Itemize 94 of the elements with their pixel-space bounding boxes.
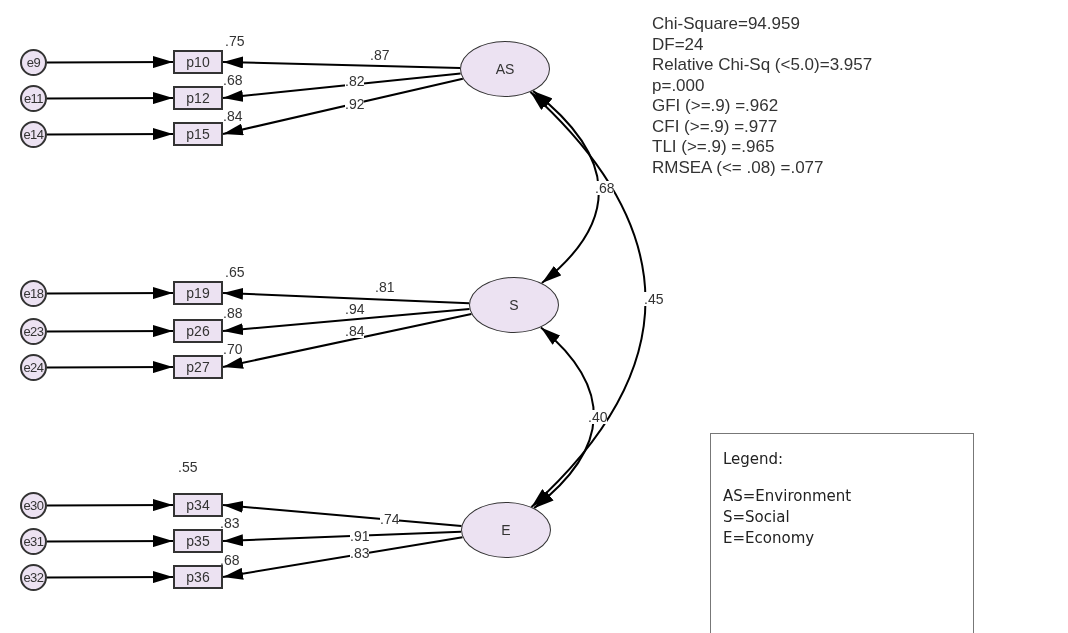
- fit-statistic: TLI (>=.9) =.965: [652, 137, 776, 158]
- node-label: S: [509, 297, 519, 313]
- error-circle: [20, 85, 47, 112]
- r-squared-value: .55: [178, 460, 198, 474]
- edge-label: .94: [345, 302, 365, 316]
- r-squared-value: .83: [220, 516, 240, 530]
- error-circle: [20, 121, 47, 148]
- node-label: p36: [186, 569, 210, 585]
- path-arrow: [46, 287, 174, 300]
- edge-label: .87: [370, 48, 390, 62]
- path-arrow: [46, 571, 174, 584]
- legend-text: AS=Environment: [723, 487, 853, 506]
- path-arrow: [222, 77, 464, 136]
- edge-label: .92: [345, 97, 365, 111]
- path-arrow: [46, 325, 174, 338]
- edge-label: .81: [375, 280, 395, 294]
- indicator-box: [173, 565, 223, 589]
- path-arrow: [222, 500, 463, 528]
- node-label: p15: [186, 126, 210, 142]
- indicator-box: [173, 50, 223, 74]
- node-label: p10: [186, 54, 210, 70]
- r-squared-value: .88: [223, 306, 243, 320]
- indicator-box: [173, 122, 223, 146]
- path-arrow: [529, 91, 647, 508]
- edge-label: .68: [595, 181, 615, 195]
- path-arrow: [46, 535, 174, 548]
- edge-label: .45: [644, 292, 664, 306]
- edge-label: .74: [380, 512, 400, 526]
- node-label: p34: [186, 497, 210, 513]
- edge-label: .84: [345, 324, 365, 338]
- node-label: e24: [23, 360, 44, 375]
- path-arrow: [222, 536, 464, 580]
- node-label: e30: [23, 498, 44, 513]
- fit-statistic: GFI (>=.9) =.962: [652, 96, 780, 117]
- legend-text: Legend:: [723, 450, 785, 469]
- path-arrow: [46, 128, 174, 141]
- node-label: e14: [23, 127, 44, 142]
- path-arrow: [532, 89, 600, 285]
- path-arrow: [222, 72, 462, 102]
- path-arrow: [222, 308, 471, 336]
- indicator-box: [173, 86, 223, 110]
- legend-text: E=Economy: [723, 529, 816, 548]
- error-circle: [20, 354, 47, 381]
- path-arrow: [222, 56, 462, 69]
- path-arrow: [46, 56, 174, 69]
- path-arrow: [46, 499, 174, 512]
- fit-statistic: CFI (>=.9) =.977: [652, 116, 779, 137]
- node-label: E: [501, 522, 511, 538]
- path-arrow: [222, 287, 471, 305]
- fit-statistic: DF=24: [652, 34, 705, 55]
- node-label: e11: [23, 91, 44, 106]
- error-circle: [20, 564, 47, 591]
- indicator-box: [173, 355, 223, 379]
- indicator-box: [173, 529, 223, 553]
- fit-statistic: Chi-Square=94.959: [652, 14, 801, 35]
- node-label: AS: [495, 61, 515, 77]
- node-label: e31: [23, 534, 44, 549]
- node-label: e23: [23, 324, 44, 339]
- fit-statistic: Relative Chi-Sq (<5.0)=3.957: [652, 55, 873, 76]
- legend-text: S=Social: [723, 508, 791, 527]
- fit-statistic: p=.000: [652, 75, 706, 96]
- node-label: p19: [186, 285, 210, 301]
- node-label: p35: [186, 533, 210, 549]
- r-squared-value: .75: [225, 34, 245, 48]
- node-label: e32: [23, 570, 44, 585]
- node-label: p26: [186, 323, 210, 339]
- path-arrow: [222, 313, 473, 369]
- r-squared-value: .68: [220, 553, 240, 567]
- node-label: p27: [186, 359, 210, 375]
- path-arrow: [222, 530, 463, 547]
- r-squared-value: .84: [223, 109, 243, 123]
- indicator-box: [173, 319, 223, 343]
- node-label: p12: [186, 90, 210, 106]
- r-squared-value: .68: [223, 73, 243, 87]
- edge-label: .40: [588, 410, 608, 424]
- error-circle: [20, 528, 47, 555]
- indicator-box: [173, 281, 223, 305]
- edge-label: .83: [350, 546, 370, 560]
- edge-label: .91: [350, 529, 370, 543]
- indicator-box: [173, 493, 223, 517]
- error-circle: [20, 280, 47, 307]
- path-arrow: [533, 326, 595, 510]
- node-label: e18: [23, 286, 44, 301]
- path-arrow: [46, 361, 174, 374]
- error-circle: [20, 318, 47, 345]
- error-circle: [20, 49, 47, 76]
- edge-label: .82: [345, 74, 365, 88]
- node-label: e9: [26, 55, 41, 70]
- error-circle: [20, 492, 47, 519]
- legend-box: [710, 433, 974, 633]
- r-squared-value: .70: [223, 342, 243, 356]
- r-squared-value: .65: [225, 265, 245, 279]
- path-arrow: [46, 92, 174, 105]
- fit-statistic: RMSEA (<= .08) =.077: [652, 157, 825, 178]
